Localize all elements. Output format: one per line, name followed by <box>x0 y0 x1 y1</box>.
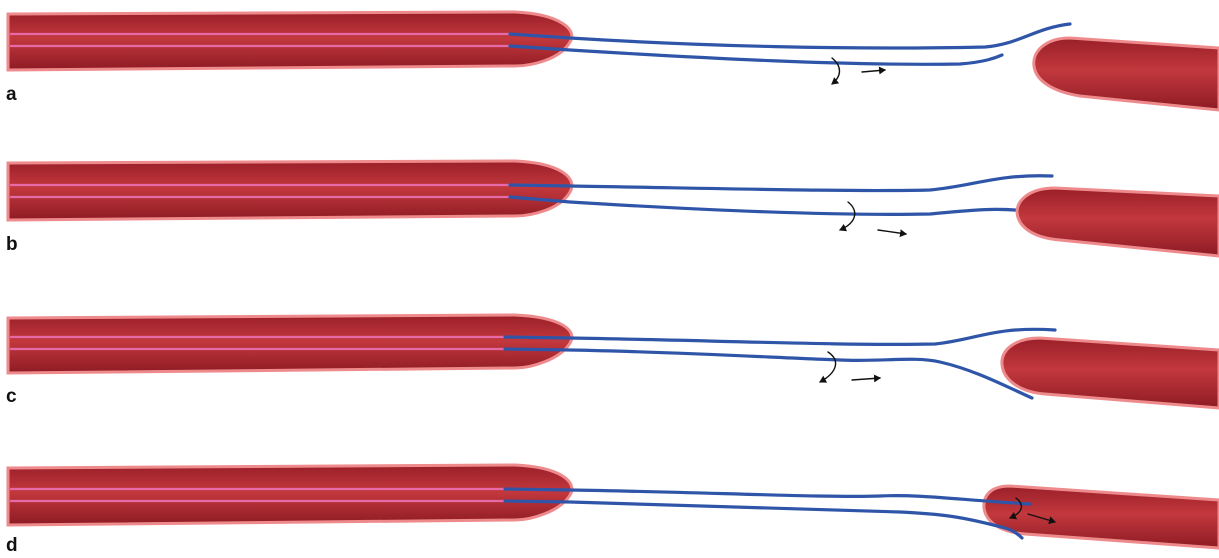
left-capsule <box>8 465 572 525</box>
panel-c: c <box>6 315 1219 408</box>
panel-label: c <box>6 386 17 407</box>
right-capsule <box>1034 38 1219 110</box>
left-capsule <box>8 315 572 373</box>
translation-arrow <box>862 70 885 72</box>
strand-lower <box>510 197 1050 214</box>
rotation-arrow <box>820 352 836 382</box>
panel-label: d <box>6 535 18 556</box>
panel-b: b <box>6 161 1219 256</box>
translation-arrow <box>878 230 906 234</box>
panel-label: b <box>6 234 18 255</box>
strand-lower <box>505 501 1022 538</box>
right-capsule <box>1017 188 1219 256</box>
right-capsule <box>984 486 1219 548</box>
panel-a: a <box>6 12 1219 110</box>
panel-d: d <box>6 465 1219 556</box>
panel-label: a <box>6 84 17 105</box>
left-capsule <box>8 12 572 70</box>
strand-lower <box>505 349 1032 398</box>
translation-arrow <box>852 378 880 380</box>
left-capsule <box>8 161 572 220</box>
strand-upper <box>510 24 1070 48</box>
right-capsule <box>1002 338 1219 408</box>
rotation-arrow <box>840 202 855 230</box>
strand-upper <box>505 329 1055 344</box>
strand-upper <box>510 176 1052 191</box>
